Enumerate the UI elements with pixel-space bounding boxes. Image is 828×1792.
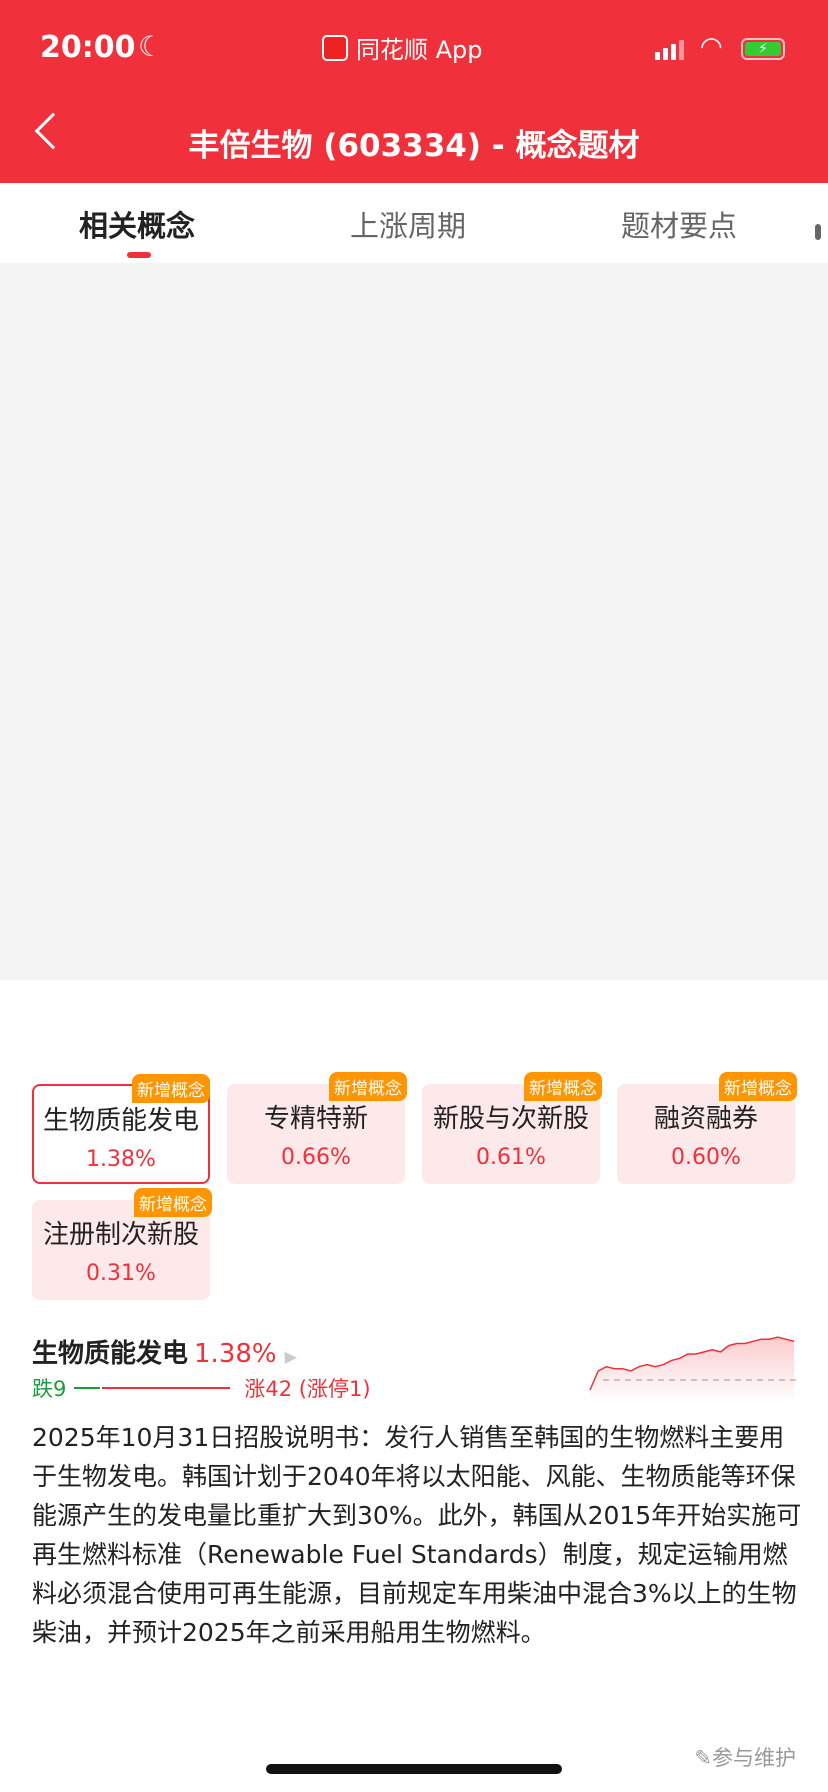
active-tab-indicator — [127, 252, 151, 258]
new-badge: 新增概念 — [134, 1188, 212, 1217]
status-time: 20:00 — [40, 30, 136, 65]
new-badge: 新增概念 — [719, 1072, 797, 1101]
new-badge: 新增概念 — [132, 1074, 210, 1103]
play-arrow-icon: ▶ — [284, 1347, 297, 1366]
concept-card[interactable]: 新增概念专精特新 0.66% — [227, 1072, 407, 1184]
page-title: 丰倍生物 (603334) - 概念题材 — [188, 128, 640, 164]
concept-card[interactable]: 新增概念新股与次新股 0.61% — [422, 1072, 602, 1184]
concept-pct: 0.66% — [281, 1145, 351, 1170]
moon-icon: ☾ — [138, 30, 164, 63]
concept-name: 生物质能发电 — [42, 1106, 199, 1136]
tab-rise-cycle[interactable]: 上涨周期 — [350, 209, 467, 243]
maintain-label: 参与维护 — [712, 1746, 796, 1770]
sparkline-area — [590, 1337, 794, 1402]
wifi-icon: ◠ — [700, 32, 723, 62]
new-badge: 新增概念 — [524, 1072, 602, 1101]
app-indicator: 同花顺 App — [322, 30, 483, 65]
up-count: 涨42 (涨停1) — [244, 1377, 371, 1401]
advance-decline: 跌9 涨42 (涨停1) — [32, 1373, 371, 1403]
concept-card[interactable]: 新增概念注册制次新股 0.31% — [32, 1188, 212, 1300]
down-bar — [74, 1387, 101, 1389]
concept-name: 专精特新 — [263, 1104, 368, 1134]
tab-bar: 相关概念 上涨周期 题材要点 — [0, 183, 828, 263]
content-placeholder — [0, 263, 828, 980]
new-badge: 新增概念 — [329, 1072, 407, 1101]
down-count: 跌9 — [32, 1377, 67, 1401]
tab-theme-points[interactable]: 题材要点 — [621, 209, 738, 243]
concept-card[interactable]: 新增概念生物质能发电 1.38% — [32, 1074, 210, 1184]
scrollbar[interactable] — [815, 224, 821, 240]
app-logo-icon — [322, 34, 348, 61]
concept-description: 2025年10月31日招股说明书：发行人销售至韩国的生物燃料主要用于生物发电。韩… — [32, 1423, 802, 1647]
concept-name: 新股与次新股 — [432, 1104, 589, 1134]
concept-pct: 0.61% — [476, 1145, 546, 1170]
up-bar — [102, 1387, 231, 1389]
app-name: 同花顺 App — [356, 36, 483, 64]
concept-card[interactable]: 新增概念融资融券 0.60% — [617, 1072, 797, 1184]
home-indicator[interactable] — [266, 1764, 562, 1774]
header: 20:00 ☾ 同花顺 App ◠ ⚡ 丰倍生物 (603334) - 概念题材 — [0, 0, 828, 183]
detail-pct: 1.38% — [194, 1339, 277, 1369]
detail-name: 生物质能发电 — [32, 1339, 189, 1369]
sparkline-chart — [589, 1336, 796, 1402]
maintain-link[interactable]: ✎参与维护 — [694, 1742, 796, 1772]
concept-pct: 0.60% — [671, 1145, 741, 1170]
battery-icon: ⚡ — [741, 38, 785, 60]
edit-icon: ✎ — [694, 1746, 712, 1770]
signal-icon — [655, 40, 684, 60]
concept-pct: 0.31% — [86, 1261, 156, 1286]
tab-related-concepts[interactable]: 相关概念 — [79, 209, 196, 243]
concept-pct: 1.38% — [86, 1147, 156, 1172]
concept-name: 注册制次新股 — [42, 1220, 199, 1250]
concept-name: 融资融券 — [653, 1104, 758, 1134]
sparkline-line — [589, 1336, 795, 1391]
